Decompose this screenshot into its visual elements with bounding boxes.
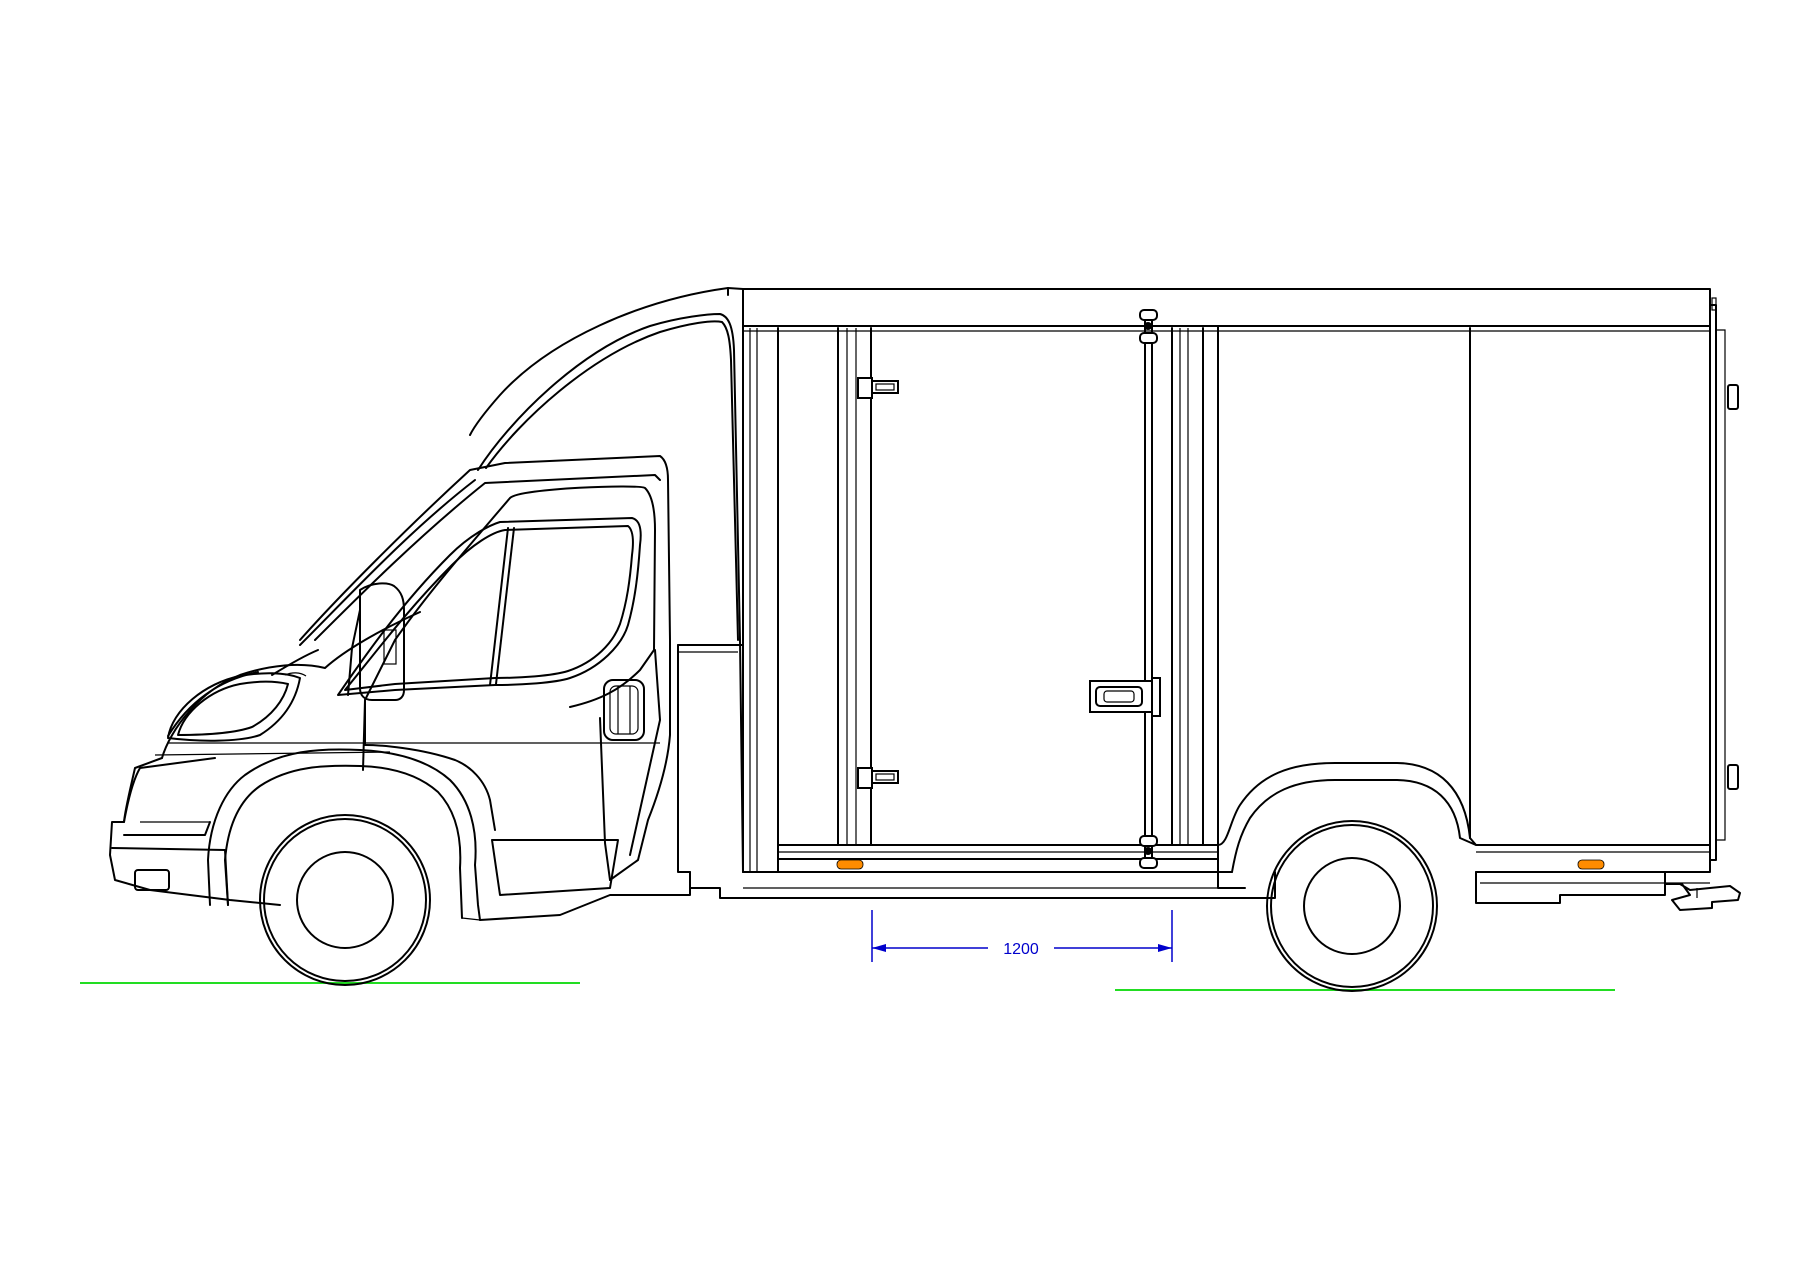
dimension-arrow-right <box>1158 944 1172 952</box>
chassis <box>689 871 1276 899</box>
dimension-label: 1200 <box>1003 941 1039 958</box>
headlamp <box>167 672 307 742</box>
front-bumper <box>109 757 281 906</box>
front-wheel-arch <box>207 748 691 921</box>
door-hinge-lower <box>857 767 899 789</box>
door-handle <box>1089 677 1161 717</box>
door-hinge-upper <box>857 377 899 399</box>
rear-wheel-arch <box>1217 762 1710 904</box>
lock-cam-top <box>1139 309 1158 344</box>
front-wheel <box>259 814 431 986</box>
cab-side-window <box>337 517 642 696</box>
cargo-box <box>742 288 1739 873</box>
dimension-arrow-left <box>872 944 886 952</box>
lock-cam-bottom <box>1139 835 1158 869</box>
door-width-dimension: 1200 <box>871 910 1173 962</box>
cab-door-handle <box>603 679 645 741</box>
rear-wheel <box>1266 820 1438 992</box>
cab <box>109 287 744 921</box>
side-reflector-front <box>836 859 864 870</box>
side-reflector-rear <box>1577 859 1605 870</box>
rear-step <box>1664 871 1741 911</box>
side-mirror <box>347 582 405 701</box>
